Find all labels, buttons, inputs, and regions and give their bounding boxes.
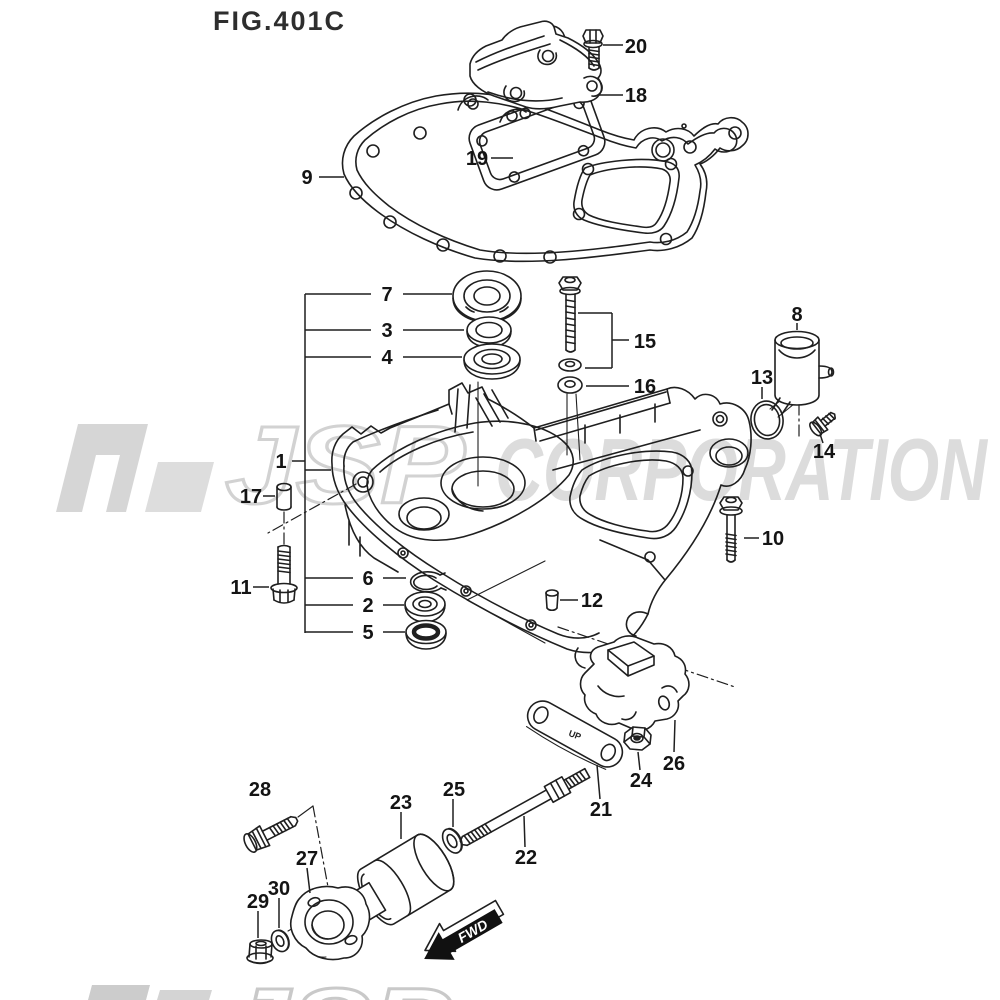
part-drawing-6-circlip [409, 571, 447, 593]
part-drawing-10-bolt [719, 496, 743, 563]
part-label-16: 16 [634, 376, 656, 398]
part-label-17: 17 [240, 486, 262, 508]
part-label-14: 14 [813, 441, 836, 463]
part-label-12: 12 [581, 590, 603, 612]
part-label-26: 26 [663, 753, 685, 775]
part-drawing-20-bolt [582, 29, 604, 71]
leader-lines [253, 44, 824, 938]
part-drawing-9-engine-holder-gasket [341, 92, 749, 264]
part-label-4: 4 [381, 347, 393, 369]
part-drawing-25-washer [441, 827, 463, 854]
figure-title: FIG.401C [213, 6, 346, 36]
part-label-7: 7 [381, 284, 392, 306]
fwd-direction-arrow: FWD [424, 899, 505, 960]
part-label-11: 11 [230, 577, 251, 599]
part-drawing-24-nut [623, 726, 652, 751]
part-drawing-3-seal-ring [466, 316, 512, 348]
part-drawing-12-pin [545, 589, 559, 612]
part-labels: 20 18 19 9 7 3 4 15 16 8 13 14 1 17 11 6… [230, 36, 836, 913]
watermark-logo [56, 424, 214, 512]
part-drawing-2-bearing [404, 591, 446, 623]
part-label-18: 18 [625, 85, 647, 107]
part-label-22: 22 [515, 847, 537, 869]
part-drawing-28-bolt [243, 815, 299, 853]
alignment-lines [287, 381, 795, 932]
part-label-2: 2 [362, 595, 373, 617]
part-label-20: 20 [625, 36, 647, 58]
watermark-bottom-strip: JSP [88, 967, 454, 1000]
part-drawing-8-breather-cylinder [771, 330, 835, 415]
part-label-15: 15 [634, 331, 656, 353]
part-drawing-15-bolt [558, 276, 582, 372]
part-drawing-13-o-ring [750, 400, 784, 440]
part-label-28: 28 [249, 779, 271, 801]
part-drawing-18-engine-cover [469, 20, 603, 110]
part-label-29: 29 [247, 891, 269, 913]
part-label-10: 10 [762, 528, 784, 550]
part-label-9: 9 [301, 167, 312, 189]
part-label-30: 30 [268, 878, 290, 900]
part-label-13: 13 [751, 367, 773, 389]
part-label-5: 5 [362, 622, 373, 644]
part-drawing-29-nut [246, 939, 274, 965]
part-label-23: 23 [390, 792, 412, 814]
part-label-6: 6 [362, 568, 373, 590]
part-label-25: 25 [443, 779, 465, 801]
part-drawing-27-mount-flange [290, 885, 371, 961]
part-label-3: 3 [381, 320, 392, 342]
part-drawing-7-bearing [452, 270, 522, 323]
part-drawing-16-washer [557, 376, 583, 394]
part-drawing-17-dowel-pin [276, 482, 292, 511]
part-label-21: 21 [590, 799, 612, 821]
part-label-19: 19 [466, 148, 488, 170]
watermark-jsp-bottom: JSP [222, 968, 452, 1000]
part-label-1: 1 [275, 451, 286, 473]
part-drawing-11-bolt [270, 544, 298, 604]
part-drawing-26-engine-mount [579, 635, 690, 732]
part-drawing-14-bolt [809, 411, 836, 437]
part-drawing-1-engine-holder-body [331, 382, 752, 669]
part-drawing-30-washer [270, 929, 290, 953]
part-label-24: 24 [630, 770, 653, 792]
part-drawing-22-stud-bolt [459, 767, 591, 847]
part-label-8: 8 [791, 304, 802, 326]
part-drawing-4-oil-seal [463, 343, 521, 380]
plate-up-marking: UP [567, 728, 582, 742]
part-label-27: 27 [296, 848, 318, 870]
part-drawing-5-oil-seal [405, 619, 447, 650]
